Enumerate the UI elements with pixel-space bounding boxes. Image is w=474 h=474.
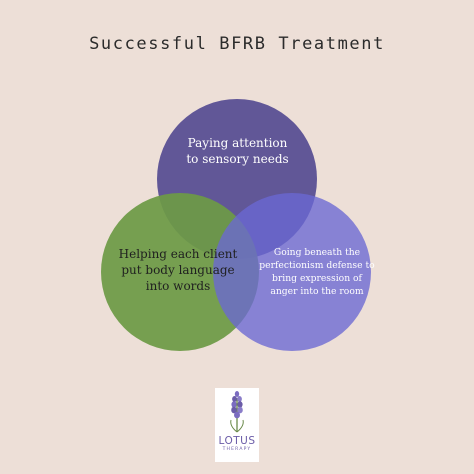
circle-body-language	[101, 193, 259, 351]
logo-subtitle: THERAPY	[222, 446, 252, 452]
circle-anger-expression	[213, 193, 371, 351]
label-anger-expression: Going beneath the perfectionism defense …	[259, 247, 375, 297]
logo-name: LOTUS	[218, 435, 256, 447]
label-sensory-needs: Paying attention to sensory needs	[186, 136, 289, 167]
lotus-therapy-logo: LOTUS THERAPY	[215, 388, 259, 462]
label-body-language: Helping each client put body language in…	[118, 247, 238, 294]
diagram-title: Successful BFRB Treatment	[89, 34, 385, 54]
lavender-flower-icon	[230, 391, 244, 433]
